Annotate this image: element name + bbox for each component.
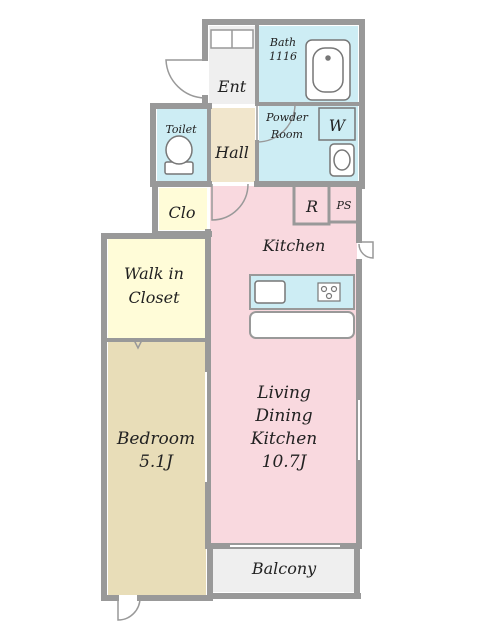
powder-room-label-2: Room xyxy=(270,128,303,141)
fridge-label: R xyxy=(305,197,318,216)
washer-label: W xyxy=(329,116,347,135)
bathtub-icon xyxy=(305,39,351,101)
bath-label: Bath xyxy=(269,36,296,49)
washing-machine-icon xyxy=(318,107,356,141)
kitchen-counter-top xyxy=(249,311,355,339)
walk-in-closet-area xyxy=(108,238,206,338)
kitchen-label: Kitchen xyxy=(262,236,326,255)
bedroom-size-label: 5.1J xyxy=(139,452,174,472)
closet-door-marker xyxy=(133,339,143,350)
ldk-area xyxy=(210,186,357,544)
powder-room-door xyxy=(256,103,296,143)
clo-area xyxy=(159,188,207,230)
ldk-label-living: Living xyxy=(256,383,311,403)
stove-icon xyxy=(317,282,341,302)
entrance-door xyxy=(165,59,206,99)
bath-size-label: 1116 xyxy=(269,50,297,63)
bedroom-label: Bedroom xyxy=(116,429,195,449)
ent-label: Ent xyxy=(217,77,247,96)
pipe-space-label: PS xyxy=(336,199,352,212)
ldk-size-label: 10.7J xyxy=(262,452,308,472)
walk-in-closet-label: Walk in xyxy=(124,264,184,283)
kitchen-sink-icon xyxy=(254,280,286,304)
windows xyxy=(205,372,360,547)
sink-icon xyxy=(329,143,355,177)
ldk-label-dining: Dining xyxy=(254,406,312,426)
clo-label: Clo xyxy=(169,203,196,222)
powder-room-label: Powder xyxy=(265,111,309,124)
walk-in-closet-label-2: Closet xyxy=(128,288,180,307)
balcony-door-marker xyxy=(358,241,374,259)
balcony-label: Balcony xyxy=(251,559,317,578)
hall-area xyxy=(209,108,255,182)
toilet-icon xyxy=(164,135,194,175)
bedroom-area xyxy=(108,342,206,595)
hall-door xyxy=(211,183,249,221)
balcony-area xyxy=(212,548,354,592)
ldk-label-kitchen: Kitchen xyxy=(250,429,317,449)
bedroom-door xyxy=(117,597,141,621)
doors xyxy=(117,29,374,621)
hall-label: Hall xyxy=(214,143,249,162)
toilet-label: Toilet xyxy=(165,123,197,136)
